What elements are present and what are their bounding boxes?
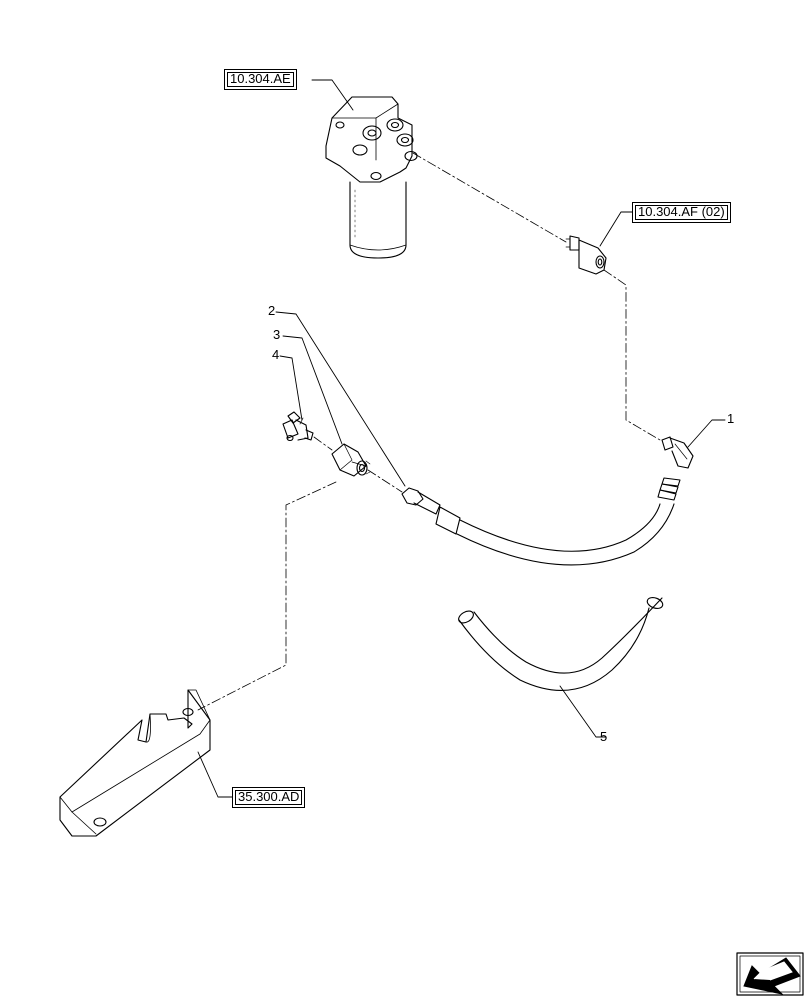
fuel-hose (401, 487, 675, 566)
back-arrow-icon[interactable] (743, 957, 801, 995)
callout-item-5: 5 (600, 729, 608, 744)
callout-item-4: 4 (272, 347, 280, 362)
elbow-fitting (657, 436, 694, 501)
straight-fitting (331, 443, 371, 477)
bleed-valve (282, 411, 314, 442)
ref-adapter[interactable]: 10.304.AF (02) (632, 202, 731, 223)
callout-item-3: 3 (273, 327, 281, 342)
fuel-filter-assembly (325, 96, 418, 259)
adapter-fitting (565, 235, 607, 275)
callout-item-2: 2 (268, 303, 276, 318)
loose-hose (458, 597, 664, 691)
assembly-centerlines (197, 152, 661, 711)
callout-item-1: 1 (727, 411, 735, 426)
ref-filter-assembly[interactable]: 10.304.AE (224, 69, 297, 90)
ref-bracket[interactable]: 35.300.AD (232, 787, 306, 808)
leader-lines (197, 79, 726, 798)
mounting-bracket (59, 689, 211, 837)
nav-icon-frame (736, 952, 804, 996)
